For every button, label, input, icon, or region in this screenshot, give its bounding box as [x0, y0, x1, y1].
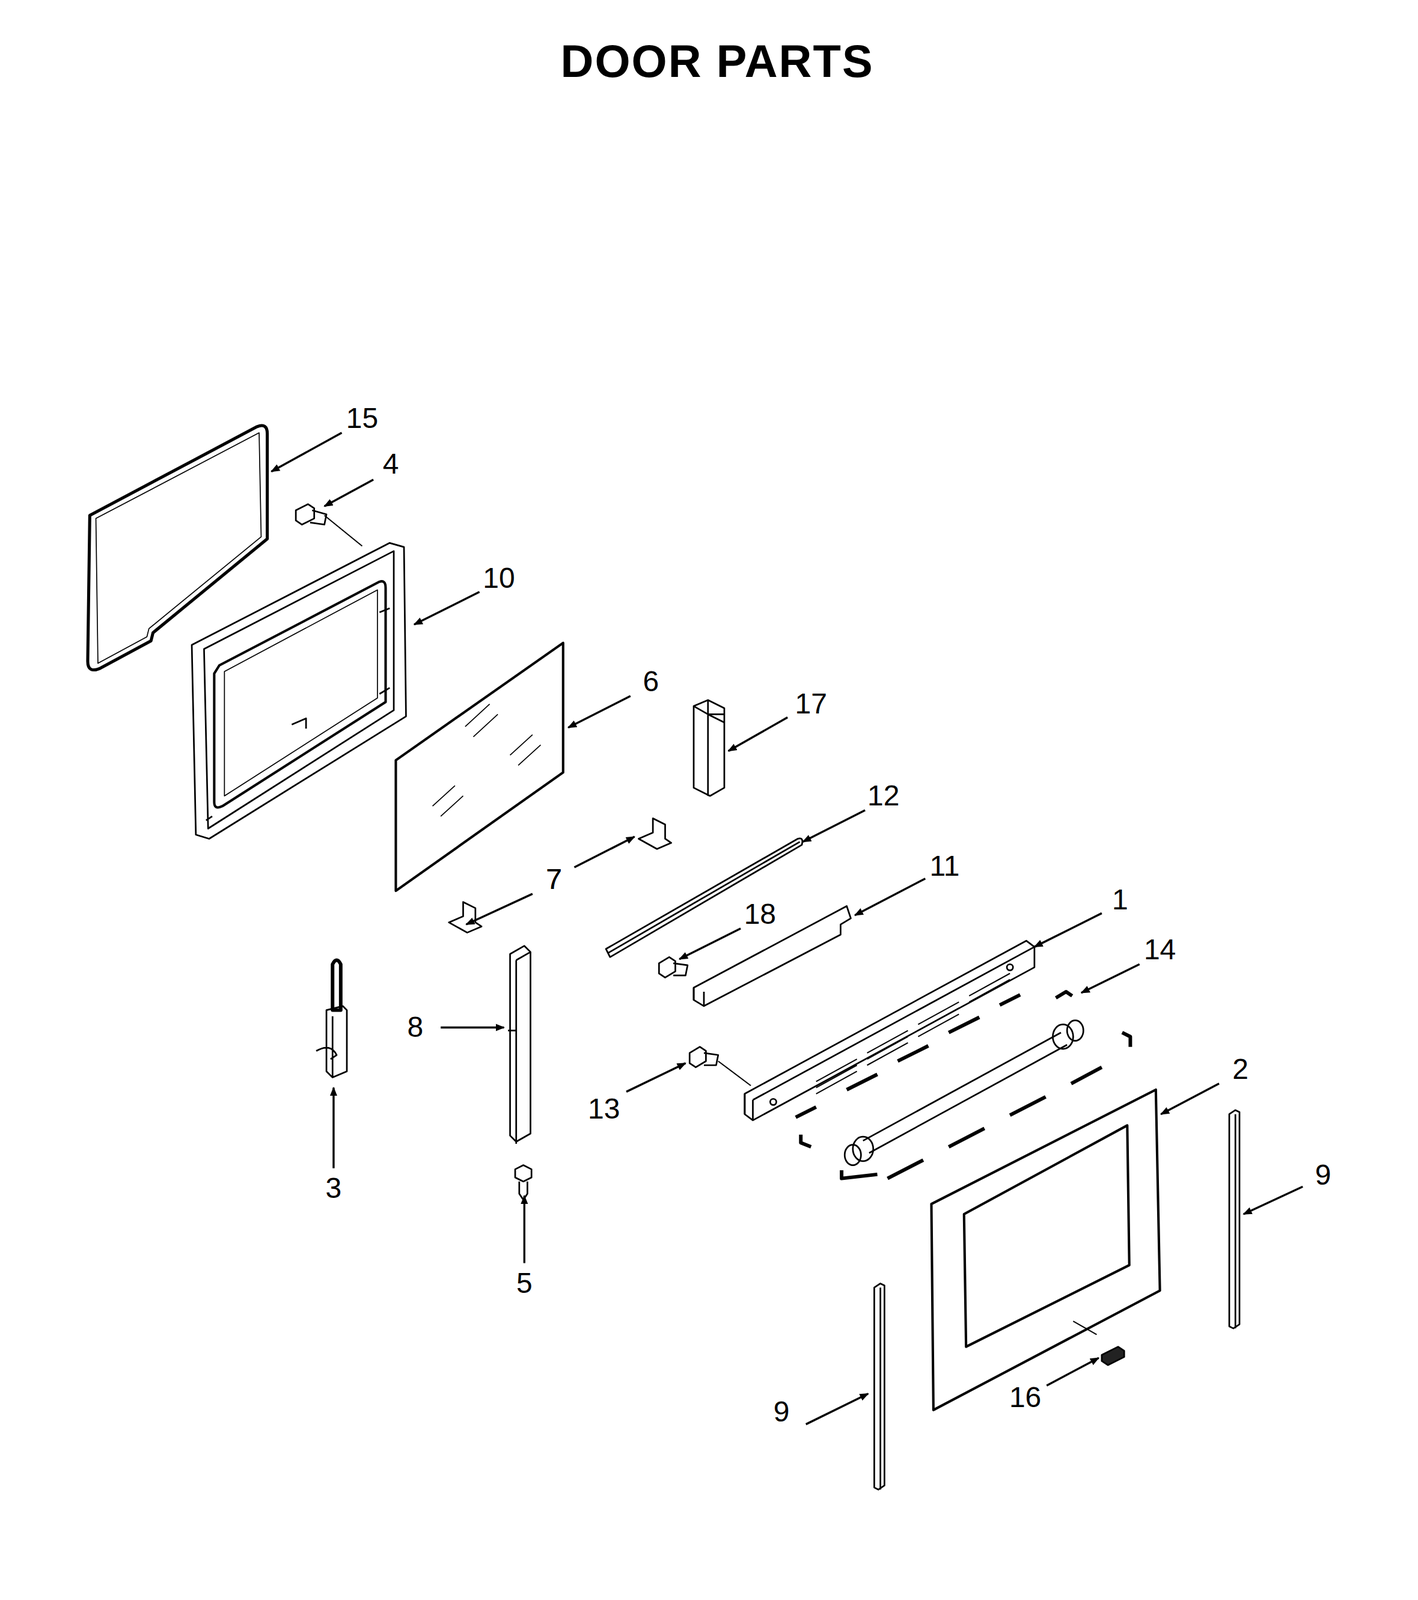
callout-number: 17: [795, 689, 828, 719]
callout-number: 2: [1232, 1054, 1249, 1084]
callout-number: 13: [587, 1094, 620, 1124]
callout-number: 10: [482, 563, 515, 593]
callout-number: 8: [406, 1012, 424, 1042]
callout-number: 7: [545, 864, 563, 894]
callout-number: 1: [1112, 885, 1129, 915]
callout-number: 9: [773, 1397, 790, 1427]
callout-number: 4: [382, 449, 400, 479]
callout-number: 18: [744, 899, 777, 929]
callout-number: 9: [1315, 1160, 1332, 1190]
callout-number: 16: [1009, 1383, 1042, 1412]
callout-number: 5: [516, 1268, 533, 1298]
callout-number: 3: [325, 1173, 343, 1203]
callout-number: 14: [1143, 935, 1176, 965]
callout-number: 12: [867, 781, 900, 811]
diagram-title: DOOR PARTS: [560, 38, 875, 85]
callout-number: 15: [346, 403, 379, 433]
callout-number: 6: [642, 667, 659, 697]
callout-number: 11: [929, 851, 960, 881]
